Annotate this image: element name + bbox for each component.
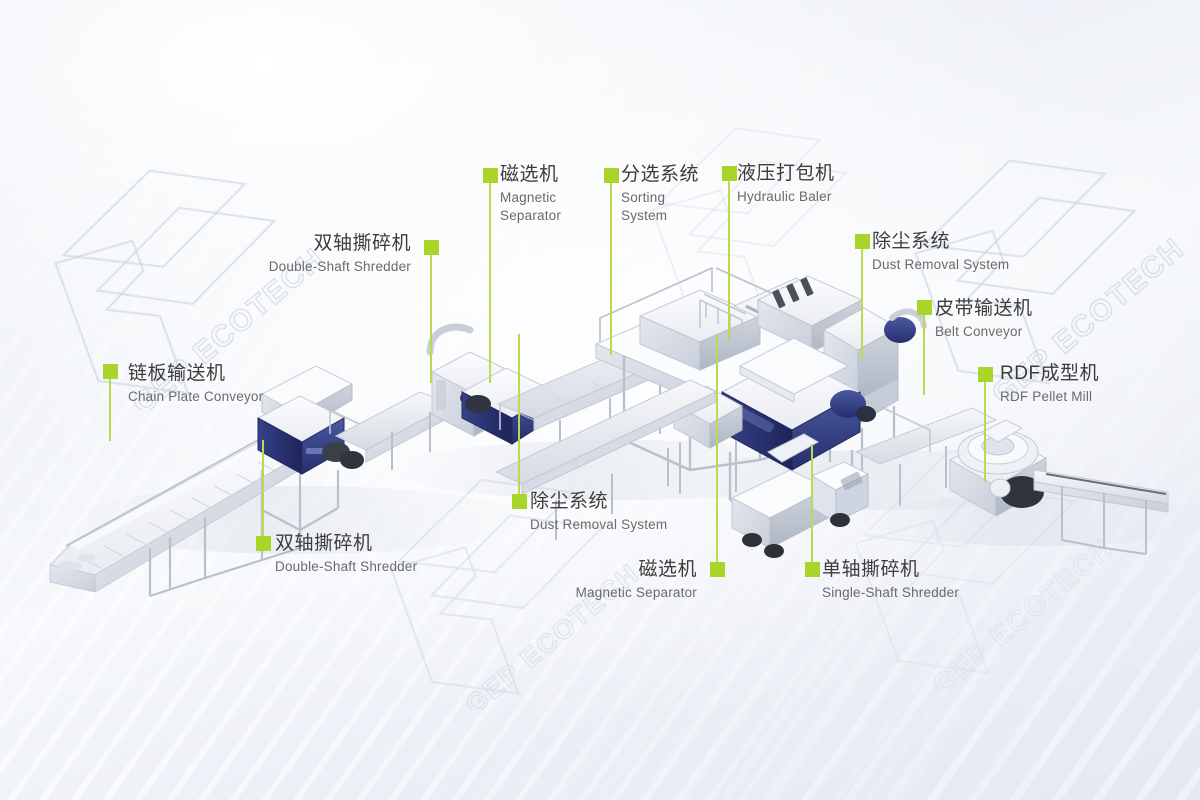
label-en: Hydraulic Baler: [737, 189, 832, 204]
truck-model: [730, 433, 870, 558]
label-cn: 链板输送机: [128, 363, 226, 384]
marker-square: [710, 562, 725, 577]
leader-line: [430, 255, 432, 383]
label-text: RDF成型机 RDF Pellet Mill: [1000, 362, 1099, 406]
rdf-pellet-mill-model: [854, 407, 1169, 555]
label-cn: 除尘系统: [872, 231, 951, 252]
label-en: Chain Plate Conveyor: [128, 389, 264, 404]
marker-square: [722, 166, 737, 181]
label-text: 分选系统 Sorting System: [621, 163, 699, 225]
label-en: Single-Shaft Shredder: [822, 585, 960, 600]
label-cn: 磁选机: [638, 559, 697, 580]
marker-square: [855, 234, 870, 249]
marker-square: [256, 536, 271, 551]
label-cn: 双轴撕碎机: [275, 533, 373, 554]
label-text: 皮带输送机 Belt Conveyor: [935, 297, 1033, 341]
label-text: 双轴撕碎机 Double-Shaft Shredder: [275, 532, 417, 576]
label-en: Magnetic Separator: [575, 585, 697, 600]
marker-square: [805, 562, 820, 577]
label-en: Sorting: [621, 190, 666, 205]
label-en: RDF Pellet Mill: [1000, 389, 1093, 404]
marker-square: [978, 367, 993, 382]
marker-square: [512, 494, 527, 509]
label-cn: 双轴撕碎机: [313, 233, 411, 254]
leader-line: [728, 181, 730, 341]
label-text: 单轴撕碎机 Single-Shaft Shredder: [822, 558, 959, 602]
label-cn: 皮带输送机: [935, 298, 1033, 319]
transfer-conveyor-1: [334, 391, 454, 470]
leader-line: [716, 334, 718, 562]
leader-line: [518, 334, 520, 494]
leader-line: [861, 249, 863, 359]
label-cn: 分选系统: [621, 164, 700, 185]
label-text: 磁选机 Magnetic Separator: [497, 558, 697, 602]
label-en-2: Separator: [500, 208, 562, 223]
marker-square: [103, 364, 118, 379]
label-cn: 单轴撕碎机: [822, 559, 920, 580]
leader-line: [923, 315, 925, 395]
label-cn: 磁选机: [500, 164, 559, 185]
label-text: 除尘系统 Dust Removal System: [530, 490, 667, 534]
label-en: Dust Removal System: [872, 257, 1010, 272]
label-en: Double-Shaft Shredder: [268, 259, 411, 274]
label-en: Magnetic: [500, 190, 557, 205]
leader-line: [984, 382, 986, 482]
label-text: 液压打包机 Hydraulic Baler: [737, 162, 835, 206]
label-en: Belt Conveyor: [935, 324, 1023, 339]
label-text: 磁选机 Magnetic Separator: [500, 163, 561, 225]
marker-square: [483, 168, 498, 183]
leader-line: [489, 183, 491, 383]
double-shaft-shredder-1-model: [256, 365, 373, 532]
label-text: 双轴撕碎机 Double-Shaft Shredder: [186, 232, 411, 276]
marker-square: [917, 300, 932, 315]
label-cn: 除尘系统: [530, 491, 609, 512]
label-cn: RDF成型机: [1000, 363, 1100, 384]
label-text: 链板输送机 Chain Plate Conveyor: [128, 362, 263, 406]
label-en-2: System: [621, 208, 668, 223]
label-en: Dust Removal System: [530, 517, 668, 532]
marker-square: [604, 168, 619, 183]
leader-line: [262, 440, 264, 536]
leader-line: [811, 444, 813, 562]
label-cn: 液压打包机: [737, 163, 835, 184]
label-en: Double-Shaft Shredder: [275, 559, 418, 574]
label-text: 除尘系统 Dust Removal System: [872, 230, 1009, 274]
structural-railings: [499, 300, 931, 452]
leader-line: [109, 379, 111, 441]
marker-square: [424, 240, 439, 255]
leader-line: [610, 183, 612, 355]
